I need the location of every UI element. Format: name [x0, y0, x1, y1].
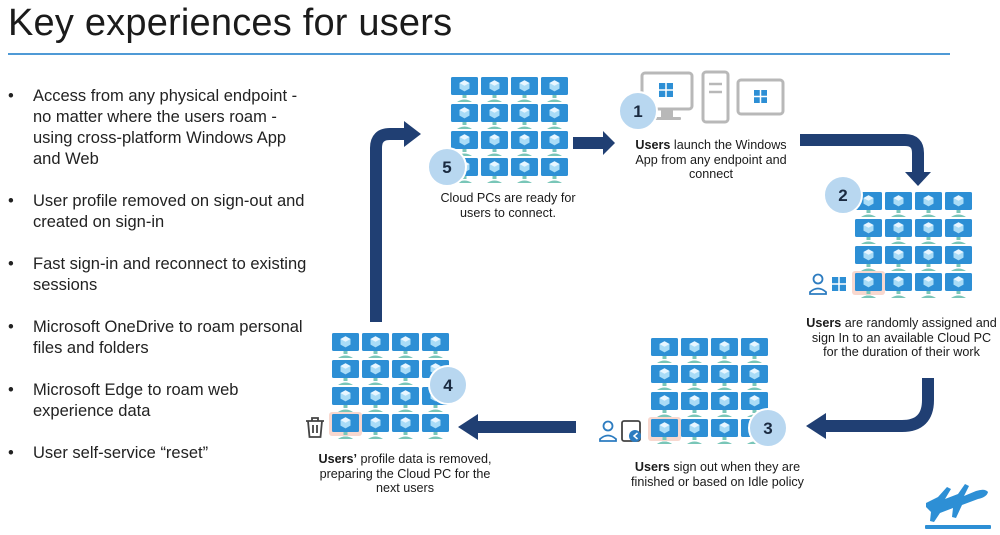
bullet-item: User self-service “reset” — [8, 443, 308, 464]
step-caption-bold: Users’ — [318, 452, 358, 466]
arrow-4-to-5 — [370, 128, 404, 322]
step-1-caption: Users launch the Windows App from any en… — [626, 138, 796, 182]
flow-arrows — [370, 128, 934, 433]
laptop-icon — [736, 78, 785, 116]
step-number: 5 — [442, 158, 451, 177]
user-icon — [599, 420, 617, 442]
step-2-marker: 2 — [823, 175, 863, 215]
arrow-2-to-3 — [826, 378, 934, 432]
step-caption-text: profile data is removed, preparing the C… — [319, 452, 492, 495]
step-caption-text: are randomly assigned and sign In to an … — [811, 316, 997, 359]
step-number: 2 — [838, 186, 847, 205]
arrowhead-5-to-1 — [603, 131, 615, 155]
key-experiences-list: Access from any physical endpoint - no m… — [8, 86, 308, 485]
title-divider — [8, 53, 950, 55]
step-caption-bold: Users — [634, 460, 670, 474]
windows-logo-icon — [832, 277, 846, 291]
bullet-item: Microsoft Edge to roam web experience da… — [8, 380, 308, 422]
arrowhead-1-to-2 — [905, 172, 931, 186]
step-caption-bold: Users — [806, 316, 842, 330]
bullet-item: Fast sign-in and reconnect to existing s… — [8, 254, 308, 296]
bullet-item: Access from any physical endpoint - no m… — [8, 86, 308, 170]
arrow-1-to-2 — [800, 134, 924, 172]
step-number: 3 — [763, 419, 772, 438]
step-1-marker: 1 — [618, 91, 658, 131]
step-5-caption: Cloud PCs are ready for users to connect… — [433, 191, 583, 220]
step-3-caption: Users sign out when they are finished or… — [625, 460, 810, 489]
monitor-icon — [640, 71, 694, 120]
step-3-marker: 3 — [748, 408, 788, 448]
user-icon — [809, 273, 827, 295]
step-2-caption: Users are randomly assigned and sign In … — [805, 316, 998, 360]
arrowhead-3-to-4 — [458, 414, 478, 440]
step-4-marker: 4 — [428, 365, 468, 405]
bullet-item: User profile removed on sign-out and cre… — [8, 191, 308, 233]
arrowhead-4-to-5 — [404, 121, 421, 147]
arrowhead-2-to-3 — [806, 413, 826, 439]
step-caption-bold: Users — [635, 138, 671, 152]
trash-icon — [306, 417, 324, 438]
arrow-heads — [404, 121, 931, 440]
sign-out-icon — [621, 420, 641, 442]
step-caption-text: launch the Windows App from any endpoint… — [635, 138, 787, 181]
page-title: Key experiences for users — [8, 2, 453, 44]
cloud-pc-grid-5 — [451, 77, 568, 183]
step-number: 1 — [633, 102, 642, 121]
desktop-tower-icon — [701, 70, 730, 124]
step-5-marker: 5 — [427, 147, 467, 187]
step-caption-text: sign out when they are finished or based… — [631, 460, 804, 489]
step-caption-text: Cloud PCs are ready for users to connect… — [440, 191, 576, 220]
step-number: 4 — [443, 376, 453, 395]
bullet-item: Microsoft OneDrive to roam personal file… — [8, 317, 308, 359]
airplane-logo — [925, 484, 991, 529]
step-4-caption: Users’ profile data is removed, preparin… — [310, 452, 500, 496]
